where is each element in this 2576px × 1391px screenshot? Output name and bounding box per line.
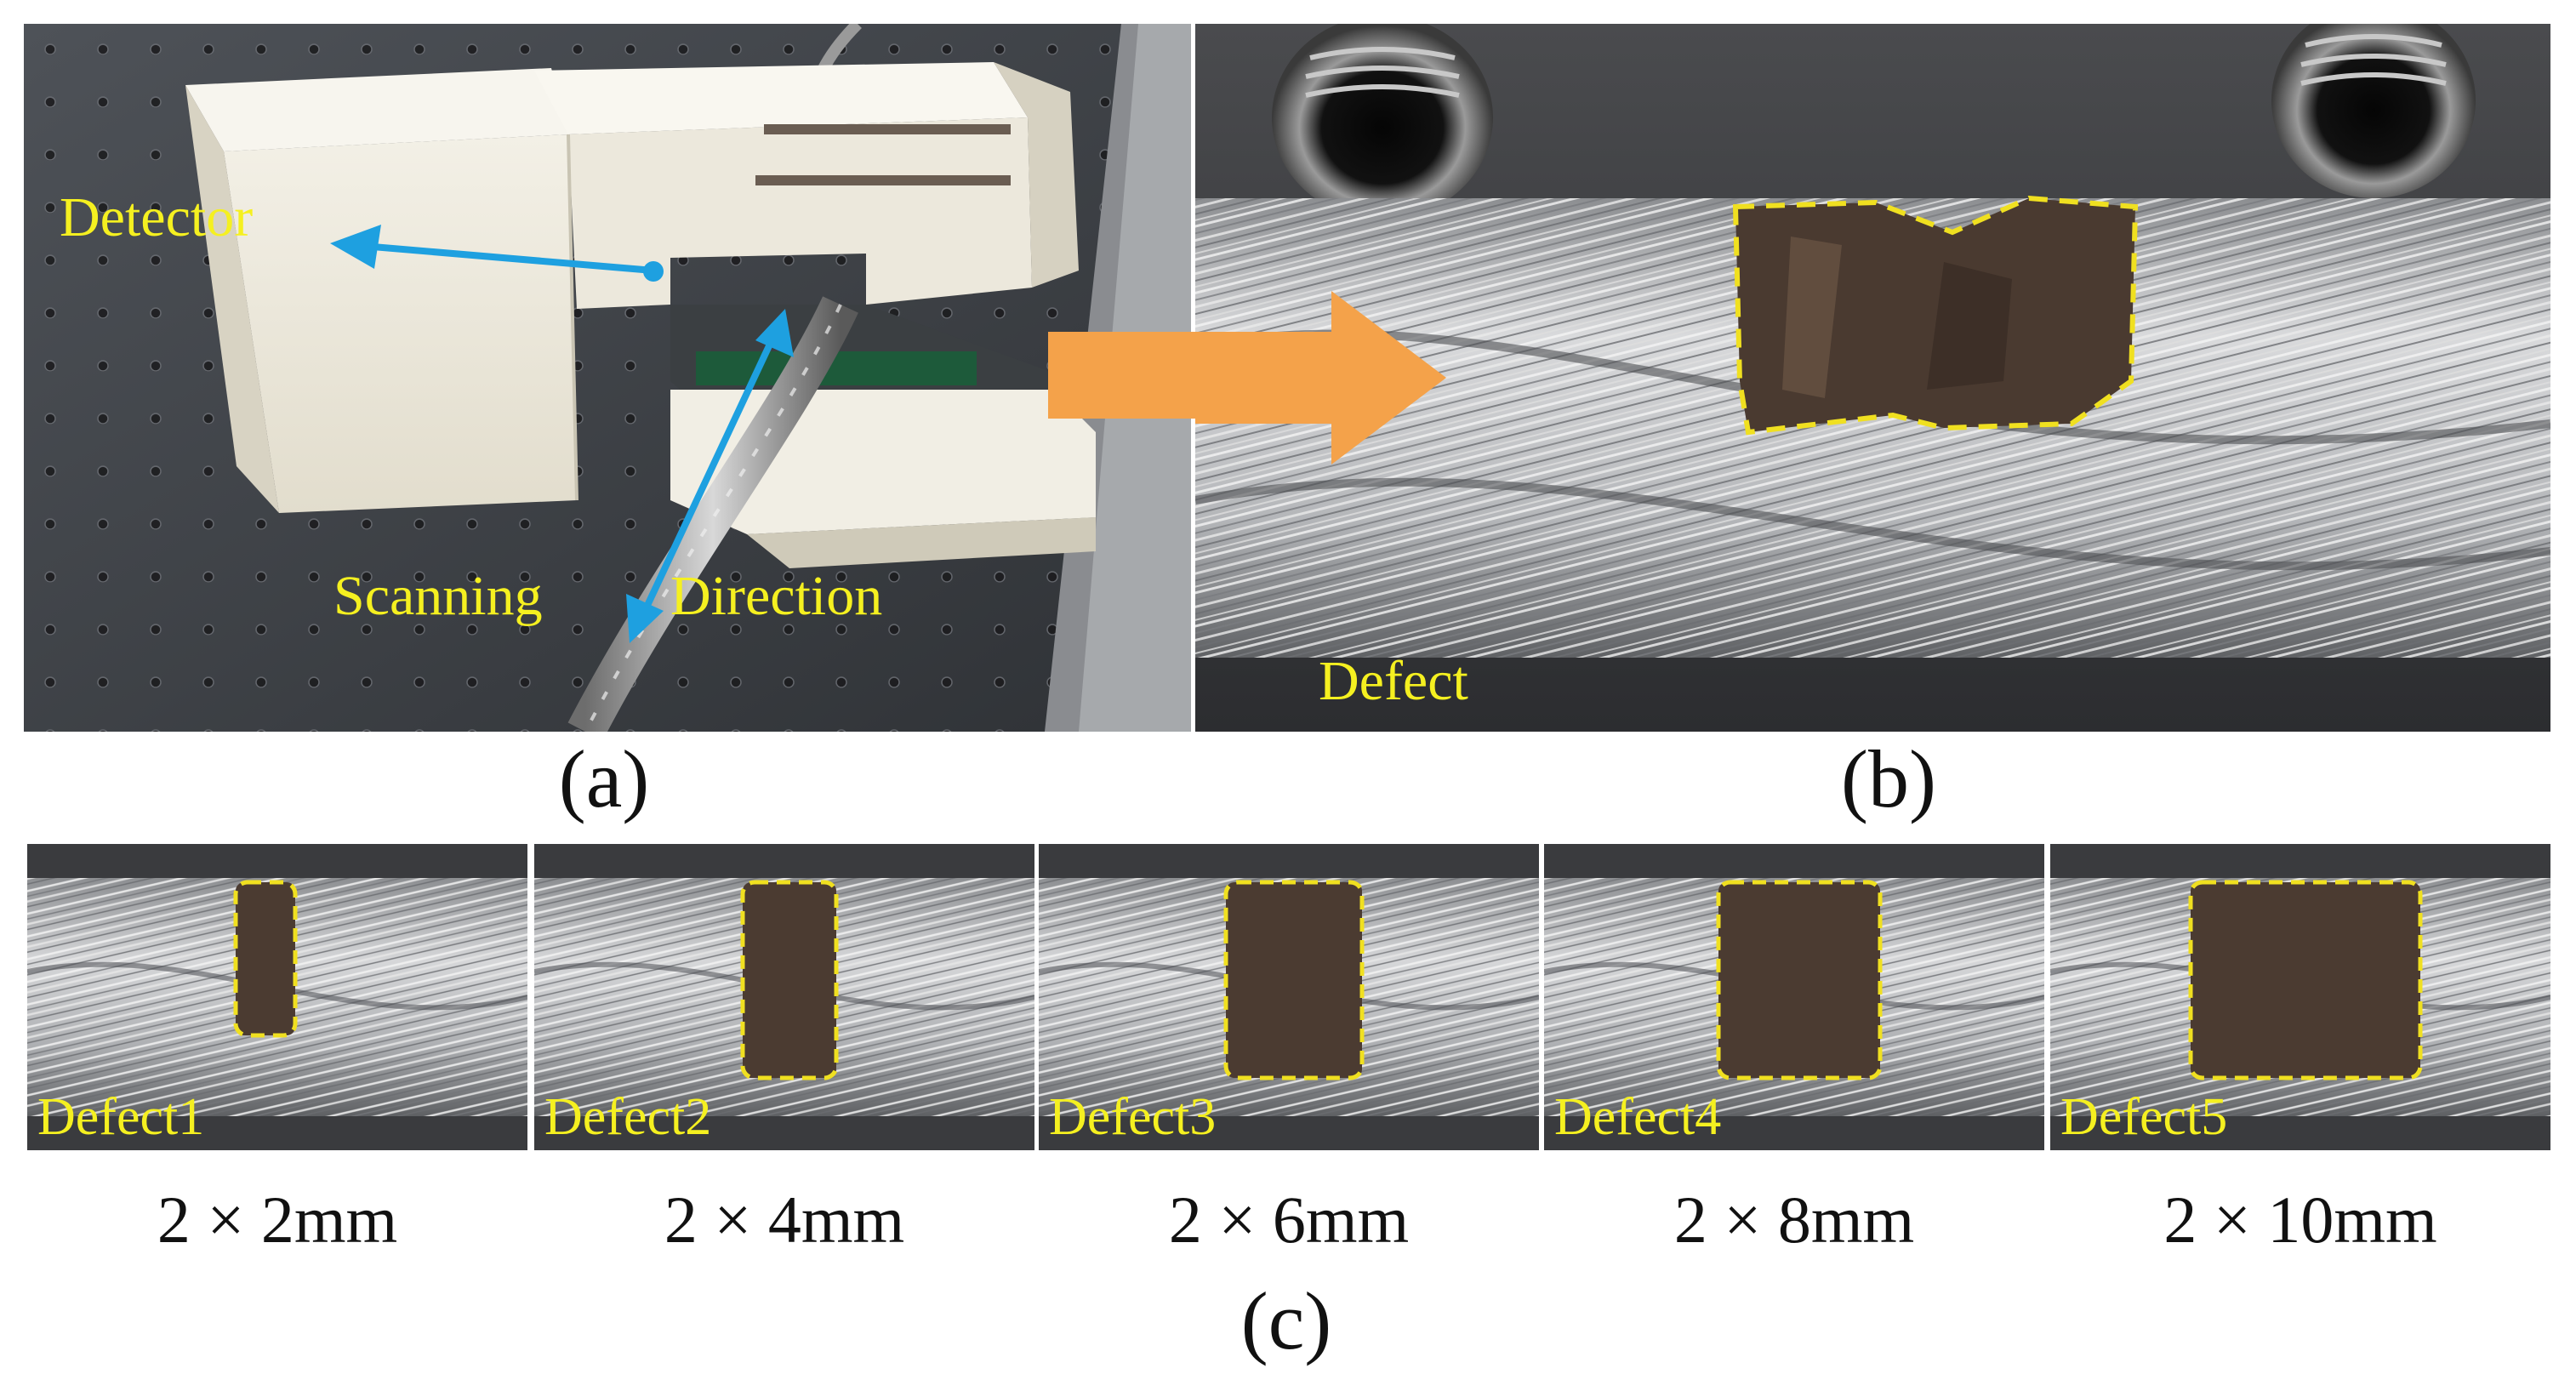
defect-sample-label: Defect4 — [1554, 1088, 1722, 1146]
defect-sample-label: Defect5 — [2060, 1088, 2228, 1146]
defect-size-label: 2 × 2mm — [157, 1183, 398, 1257]
defect-sample-3: Defect3 — [1039, 844, 1539, 1150]
photo-panel-a: Detector Scanning Direction — [24, 24, 1191, 732]
defect-sample-5: Defect5 — [2050, 844, 2550, 1150]
defect-sample-2: Defect2 — [534, 844, 1034, 1150]
defect-sample-label: Defect1 — [37, 1088, 205, 1146]
caption-c: (c) — [1240, 1275, 1332, 1366]
label-scanning: Scanning — [333, 565, 543, 627]
defect-size-label: 2 × 8mm — [1673, 1183, 1915, 1257]
caption-b: (b) — [1841, 733, 1936, 824]
defect-sample-photo — [2050, 844, 2550, 1150]
label-defect: Defect — [1319, 650, 1468, 712]
defect-zoom-photo — [1195, 24, 2550, 732]
caption-a: (a) — [558, 733, 650, 824]
defect-sample-photo — [534, 844, 1034, 1150]
defect-sample-photo — [27, 844, 527, 1150]
defect-size-label: 2 × 6mm — [1168, 1183, 1410, 1257]
orange-arrow-tail — [1048, 332, 1201, 419]
label-detector: Detector — [60, 186, 254, 248]
defect-size-label: 2 × 10mm — [2163, 1183, 2437, 1257]
detector-photo — [24, 24, 1191, 732]
defect-size-label: 2 × 4mm — [664, 1183, 905, 1257]
defect-sample-photo — [1039, 844, 1539, 1150]
defect-sample-label: Defect3 — [1049, 1088, 1217, 1146]
defect-sample-1: Defect1 — [27, 844, 527, 1150]
defect-sample-photo — [1544, 844, 2044, 1150]
label-direction: Direction — [670, 565, 883, 627]
defect-sample-label: Defect2 — [544, 1088, 712, 1146]
photo-panel-b: Defect — [1195, 24, 2550, 732]
defect-sample-4: Defect4 — [1544, 844, 2044, 1150]
